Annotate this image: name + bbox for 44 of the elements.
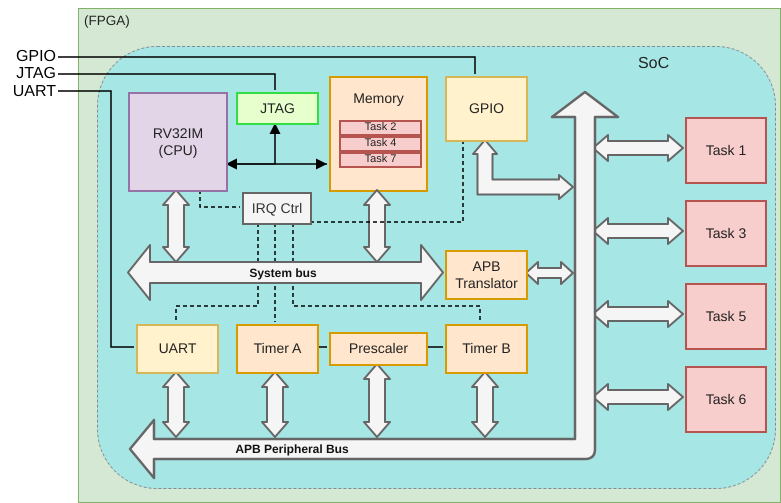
block-arrow [162,189,190,263]
timer-block: Timer B [445,324,528,374]
arrow [226,123,280,170]
connector-line [426,346,443,348]
block-arrow [127,244,444,301]
dashed-line [292,223,481,322]
region-title: (FPGA) [84,13,130,28]
task-block: Task 5 [685,283,767,350]
connector-line [58,90,134,348]
timer-block: Timer A [236,324,319,374]
block-arrow [363,189,391,263]
memory-block [329,76,428,192]
bus-label: APB Peripheral Bus [234,442,350,456]
block-arrow [261,371,289,438]
edge-label: System bus [249,266,317,280]
dashed-line [310,140,464,223]
gpio-block: GPIO [445,76,528,142]
uart-block: UART [136,324,219,374]
block-arrow [363,363,391,438]
port-label: GPIO [4,47,56,67]
task-block: Task 3 [685,200,767,267]
block-arrow [525,261,574,285]
memory-segment: Task 4 [339,136,422,152]
region-title: SoC [638,55,670,73]
connector-line [58,56,476,74]
translator-block: APB Translator [445,250,528,300]
dashed-line [175,223,259,322]
cpu-block: RV32IM (CPU) [128,92,228,192]
block-arrow [471,371,499,438]
memory-segment: Task 7 [339,152,422,168]
block-title: Memory [352,90,405,106]
connector-line [317,346,327,348]
task-block: Task 6 [685,366,767,433]
port-label: UART [4,82,56,102]
connector-line [58,73,276,90]
block-arrow [162,371,190,438]
memory-segment: Task 2 [339,120,422,136]
port-label: JTAG [4,64,56,84]
task-block: Task 1 [685,117,767,184]
dashed-line [199,190,240,208]
irq-controller-block: IRQ Ctrl [242,192,312,225]
prescaler-block: Prescaler [329,332,428,366]
block-arrow [472,139,574,200]
jtag-block: JTAG [236,92,319,125]
